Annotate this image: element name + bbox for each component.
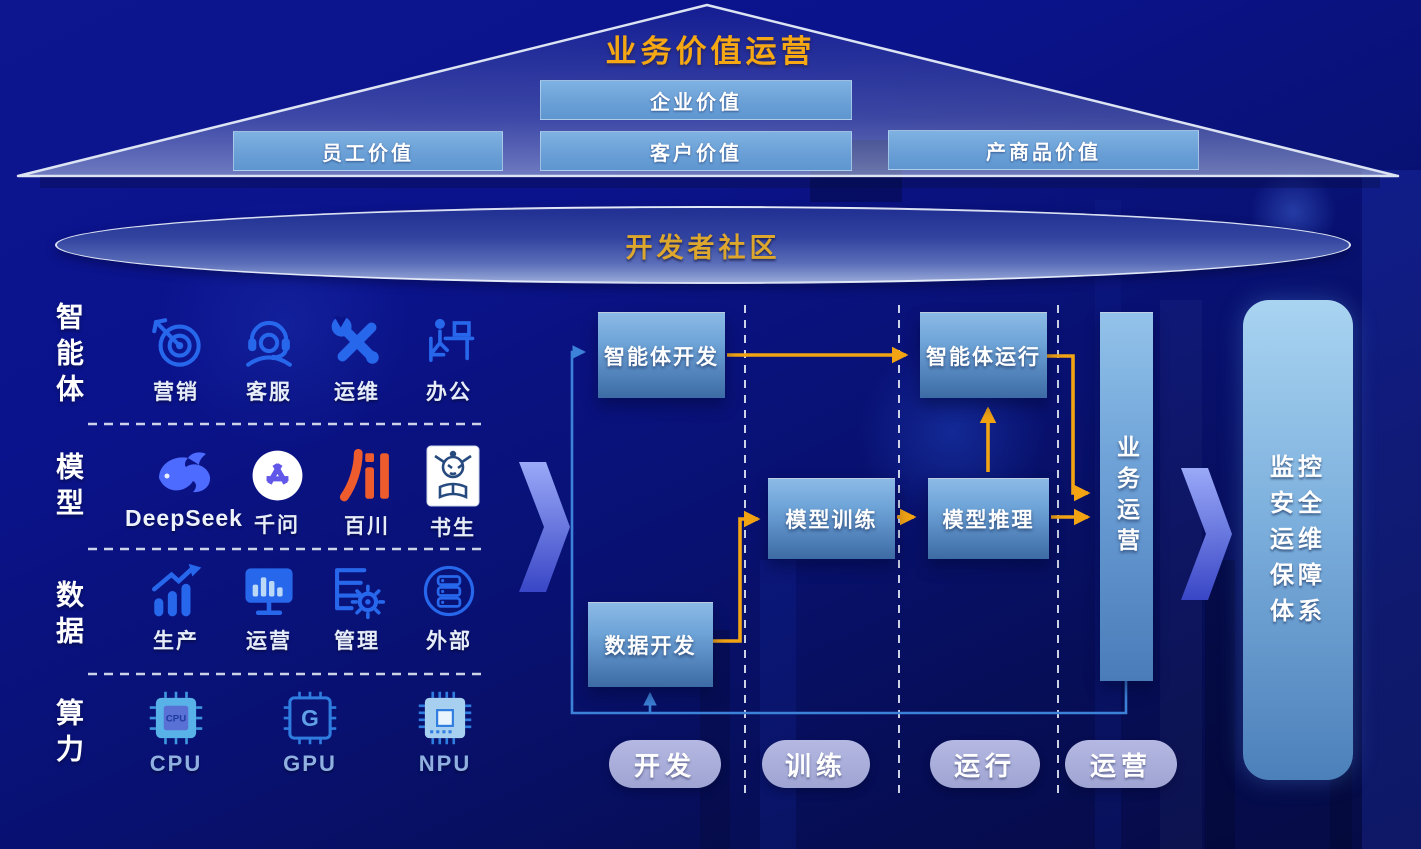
- flow-box-agent-run: 智能体运行: [920, 312, 1047, 398]
- cpu-chip-icon: CPU: [149, 691, 203, 745]
- agent-item-label: 营销: [153, 381, 199, 404]
- guarantee-panel: 监控 安全 运维 保障 体系: [1243, 300, 1353, 780]
- category-label-compute: 算力: [53, 698, 84, 770]
- category-label-agent: 智能体: [53, 302, 84, 410]
- guarantee-line: 运维: [1270, 526, 1326, 553]
- deepseek-whale-logo: [159, 452, 211, 493]
- data-item-label: 运营: [246, 630, 292, 653]
- data-item-operations: 运营: [211, 562, 327, 655]
- agent-item-label: 运维: [334, 381, 380, 404]
- value-box-customer: 客户价值: [540, 131, 852, 171]
- list-gear-icon: [335, 568, 386, 620]
- flow-box-model-train: 模型训练: [768, 478, 895, 559]
- flow-box-model-infer: 模型推理: [928, 478, 1049, 559]
- category-label-data: 数据: [53, 580, 84, 652]
- model-item-label: 百川: [344, 515, 390, 538]
- guarantee-line: 安全: [1270, 490, 1326, 517]
- value-box-label: 员工价值: [322, 142, 414, 165]
- developer-community-label: 开发者社区: [625, 232, 781, 263]
- stage-pill-run: 运行: [930, 740, 1040, 788]
- flow-box-label: 模型训练: [785, 509, 878, 532]
- compute-item-label: CPU: [149, 751, 203, 776]
- guarantee-line: 体系: [1270, 598, 1326, 625]
- value-box-label: 企业价值: [650, 91, 742, 114]
- agent-item-marketing: 营销: [118, 313, 234, 406]
- agent-item-label: 办公: [426, 381, 472, 404]
- npu-chip-icon: [418, 691, 472, 745]
- model-item-label: 千问: [254, 514, 300, 537]
- flow-arrows: [713, 346, 1091, 643]
- value-box-label: 产商品价值: [986, 141, 1101, 164]
- data-item-label: 管理: [334, 630, 380, 653]
- agent-item-service: 客服: [211, 313, 327, 406]
- agent-item-ops: 运维: [299, 313, 415, 406]
- model-item-qwen: 千问: [219, 447, 335, 539]
- data-item-label: 生产: [153, 630, 199, 653]
- shusheng-scholar-logo: [426, 445, 480, 507]
- model-item-baichuan: 百川: [309, 447, 425, 540]
- value-box-label: 客户价值: [650, 142, 742, 165]
- compute-item-cpu: CPU CPU: [118, 690, 234, 777]
- stage-pill-label: 运营: [1089, 750, 1152, 781]
- model-item-label: 书生: [430, 517, 476, 540]
- data-item-external: 外部: [391, 562, 507, 655]
- monitor-chart-icon: [245, 568, 293, 616]
- flow-box-label: 业务运营: [1113, 435, 1140, 559]
- flow-box-label: 模型推理: [942, 509, 1035, 532]
- left-chevron-icon: [519, 462, 570, 592]
- database-circle-icon: [423, 565, 475, 617]
- flow-box-data-dev: 数据开发: [588, 602, 713, 687]
- right-chevron-icon: [1181, 468, 1232, 600]
- flow-box-label: 智能体开发: [604, 345, 719, 369]
- developer-community-band: 开发者社区: [55, 206, 1351, 284]
- stage-pill-label: 训练: [784, 750, 847, 781]
- compute-item-label: GPU: [283, 751, 337, 776]
- data-item-production: 生产: [118, 562, 234, 655]
- flow-box-label: 智能体运行: [926, 345, 1041, 369]
- target-dart-icon: [152, 318, 201, 367]
- guarantee-line: 保障: [1270, 562, 1326, 589]
- stage-pill-ops: 运营: [1065, 740, 1177, 788]
- stage-pill-train: 训练: [762, 740, 870, 788]
- left-panel-separator-lines: [88, 422, 487, 676]
- stage-pill-dev: 开发: [609, 740, 721, 788]
- baichuan-logo: [339, 448, 389, 502]
- roof-title: 业务价值运营: [605, 34, 816, 69]
- compute-item-gpu: G GPU: [252, 690, 368, 777]
- value-box-product: 产商品价值: [888, 130, 1199, 170]
- stage-pill-label: 开发: [633, 750, 696, 781]
- cpu-chip-text: CPU: [166, 714, 186, 725]
- value-box-employee: 员工价值: [233, 131, 503, 171]
- growth-chart-icon: [151, 563, 202, 617]
- headset-icon: [246, 320, 292, 367]
- gpu-chip-text: G: [301, 705, 319, 731]
- feedback-loop-arrows: [570, 345, 1128, 715]
- agent-item-office: 办公: [391, 313, 507, 406]
- gpu-chip-icon: G: [283, 691, 337, 745]
- agent-item-label: 客服: [246, 381, 292, 404]
- model-item-deepseek: DeepSeek: [125, 450, 243, 532]
- data-item-management: 管理: [299, 562, 415, 655]
- flow-box-agent-dev: 智能体开发: [598, 312, 725, 398]
- flow-box-biz-ops: 业务运营: [1100, 312, 1153, 681]
- compute-item-label: NPU: [418, 751, 472, 776]
- qwen-knot-logo: [252, 450, 302, 501]
- value-box-enterprise: 企业价值: [540, 80, 852, 120]
- data-item-label: 外部: [426, 630, 472, 653]
- flow-box-label: 数据开发: [604, 635, 697, 658]
- model-item-shusheng: 书生: [395, 445, 511, 542]
- crossed-tools-icon: [331, 316, 379, 364]
- workstation-icon: [429, 318, 475, 362]
- compute-item-npu: NPU: [387, 690, 503, 777]
- stage-pill-label: 运行: [953, 750, 1016, 781]
- model-item-label: DeepSeek: [125, 505, 243, 531]
- category-label-model: 模型: [53, 452, 84, 524]
- guarantee-line: 监控: [1270, 454, 1326, 481]
